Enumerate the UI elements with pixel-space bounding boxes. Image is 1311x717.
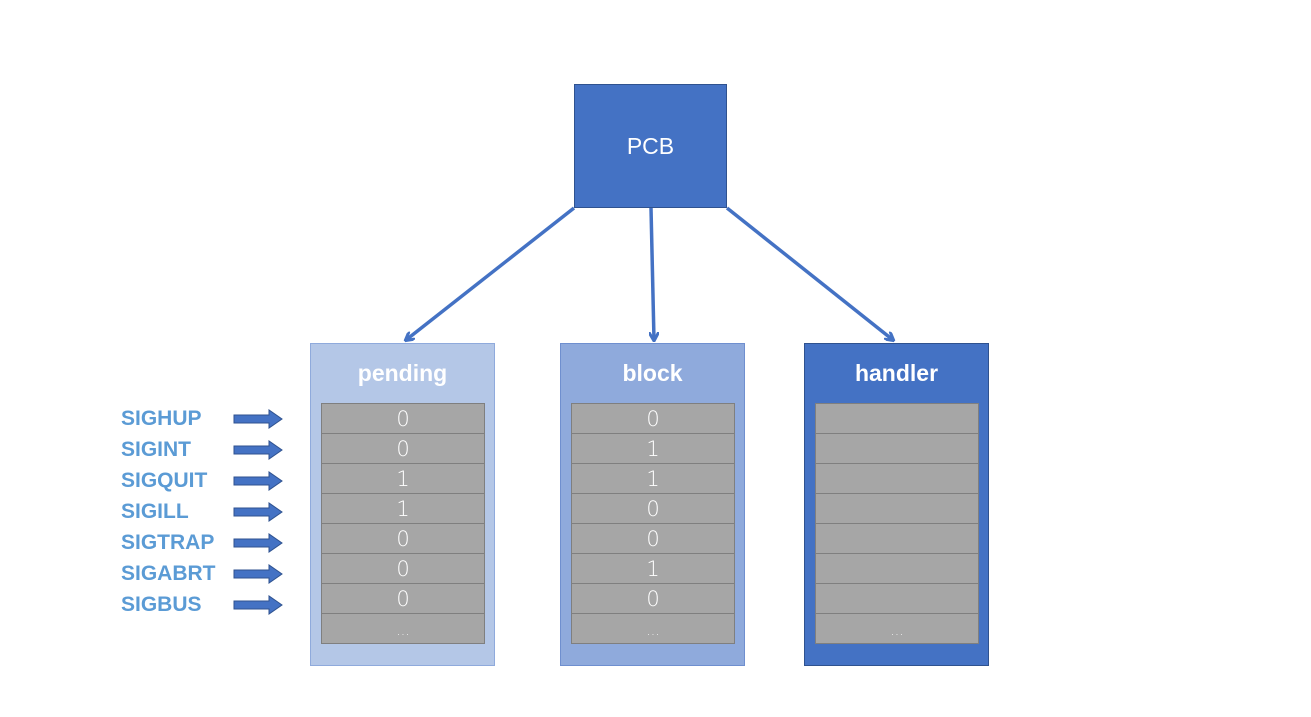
- signal-row: SIGABRT: [121, 558, 283, 589]
- block-cell: 0: [571, 583, 735, 614]
- block-cell: 0: [571, 493, 735, 524]
- signal-row: SIGTRAP: [121, 527, 283, 558]
- handler-table: handler ...: [804, 343, 989, 666]
- block-cells: 0 1 1 0 0 1 0 ...: [571, 403, 735, 644]
- handler-title: handler: [854, 360, 939, 386]
- pending-cells: 0 0 1 1 0 0 0 ...: [321, 403, 485, 644]
- pending-cell: 0: [321, 523, 485, 554]
- pcb-box: PCB: [574, 84, 727, 208]
- signal-row: SIGBUS: [121, 589, 283, 620]
- block-cell: 1: [571, 463, 735, 494]
- signal-label: SIGQUIT: [121, 468, 208, 492]
- right-arrow-icon: [233, 501, 283, 522]
- block-table: block 0 1 1 0 0 1 0 ...: [560, 343, 745, 666]
- pending-title: pending: [357, 360, 448, 386]
- handler-cell: [815, 493, 979, 524]
- signal-row: SIGQUIT: [121, 465, 283, 496]
- pending-cell: 0: [321, 433, 485, 464]
- block-cell: 0: [571, 403, 735, 434]
- signal-label: SIGBUS: [121, 592, 202, 616]
- arrow-pcb-to-block: [651, 207, 654, 340]
- signal-list: SIGHUP SIGINT SIGQUIT SIGILL SIGTRAP SIG…: [121, 403, 283, 620]
- pcb-label: PCB: [626, 132, 675, 159]
- signal-label: SIGHUP: [121, 406, 202, 430]
- right-arrow-icon: [233, 439, 283, 460]
- block-cell: 0: [571, 523, 735, 554]
- pending-cell: 1: [321, 493, 485, 524]
- block-title: block: [622, 360, 683, 386]
- signal-label: SIGABRT: [121, 561, 216, 585]
- signal-row: SIGHUP: [121, 403, 283, 434]
- pending-cell: 1: [321, 463, 485, 494]
- handler-cells: ...: [815, 403, 979, 644]
- block-cell: 1: [571, 553, 735, 584]
- right-arrow-icon: [233, 594, 283, 615]
- pending-table: pending 0 0 1 1 0 0 0 ...: [310, 343, 495, 666]
- signal-row: SIGILL: [121, 496, 283, 527]
- handler-cell: [815, 583, 979, 614]
- handler-cell: [815, 403, 979, 434]
- block-cell-ellipsis: ...: [571, 613, 735, 644]
- signal-label: SIGTRAP: [121, 530, 215, 554]
- pending-cell: 0: [321, 403, 485, 434]
- handler-cell: [815, 433, 979, 464]
- handler-cell: [815, 523, 979, 554]
- right-arrow-icon: [233, 532, 283, 553]
- pending-cell: 0: [321, 553, 485, 584]
- arrow-pcb-to-handler: [725, 206, 893, 340]
- arrow-pcb-to-pending: [406, 206, 576, 340]
- signal-row: SIGINT: [121, 434, 283, 465]
- block-cell: 1: [571, 433, 735, 464]
- pending-cell-ellipsis: ...: [321, 613, 485, 644]
- handler-cell-ellipsis: ...: [815, 613, 979, 644]
- handler-cell: [815, 463, 979, 494]
- pending-cell: 0: [321, 583, 485, 614]
- signal-label: SIGILL: [121, 499, 189, 523]
- right-arrow-icon: [233, 563, 283, 584]
- right-arrow-icon: [233, 408, 283, 429]
- handler-cell: [815, 553, 979, 584]
- right-arrow-icon: [233, 470, 283, 491]
- signal-label: SIGINT: [121, 437, 192, 461]
